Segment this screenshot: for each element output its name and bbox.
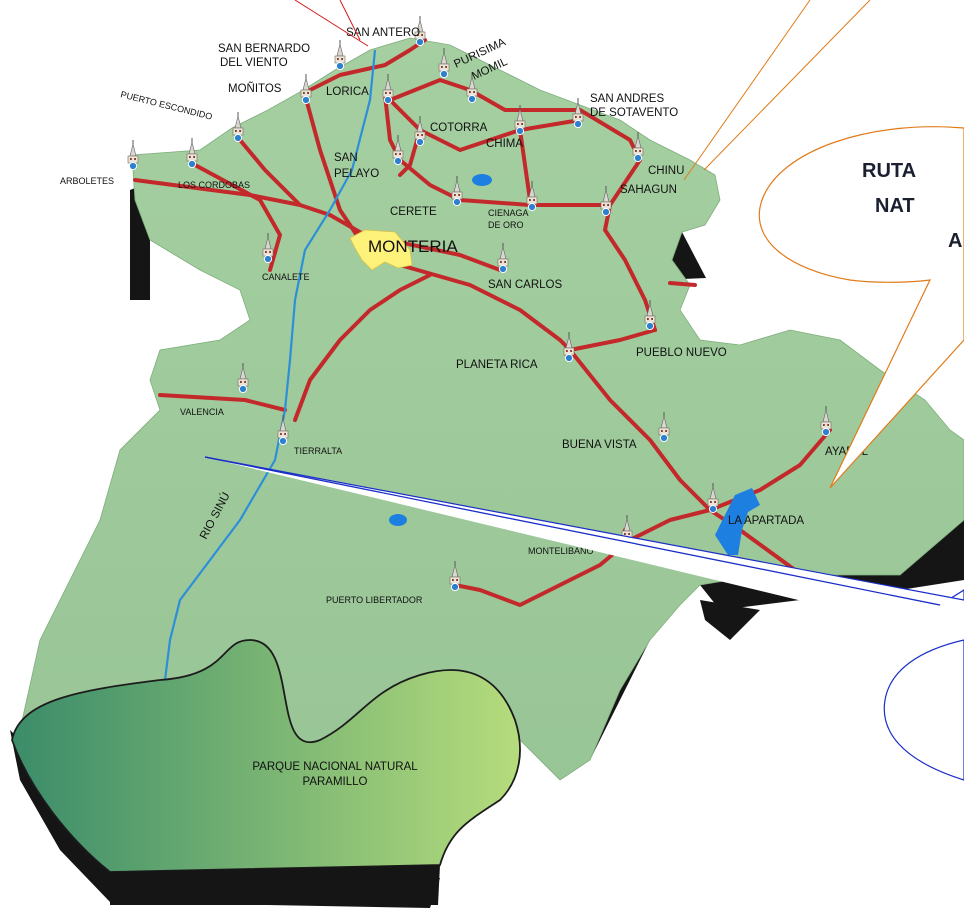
town-label-chima: CHIMA <box>486 138 523 150</box>
town-label-san-bernardo: SAN BERNARDO <box>218 43 310 55</box>
town-label-puerto-escondido: PUERTO ESCONDIDO <box>120 89 214 121</box>
capital-label: MONTERIA <box>368 237 458 256</box>
town-label-cerete: CERETE <box>390 206 437 218</box>
town-label-san-antero: SAN ANTERO <box>346 27 420 39</box>
lakes <box>389 174 760 555</box>
callout-title-line3: A <box>948 230 962 252</box>
town-label-monitos: MOÑITOS <box>228 82 282 95</box>
town-label-sahagun: SAHAGUN <box>620 184 677 196</box>
town-label-de-oro: DE ORO <box>488 220 524 230</box>
town-label-planeta-rica: PLANETA RICA <box>456 359 538 371</box>
road-network <box>133 38 832 607</box>
town-label-cienaga: CIENAGA <box>488 208 529 218</box>
town-label-cotorra: COTORRA <box>430 122 488 134</box>
town-label-pueblo-nuevo: PUEBLO NUEVO <box>636 347 727 359</box>
town-label-montelibano: MONTELIBANO <box>528 546 594 556</box>
park-label-line1: PARQUE NACIONAL NATURAL <box>252 761 418 773</box>
callout-title-line2: NAT <box>875 195 915 217</box>
town-label-puerto-libertador: PUERTO LIBERTADOR <box>326 595 423 605</box>
park-label-line2: PARAMILLO <box>303 776 368 788</box>
town-label-canalete: CANALETE <box>262 272 310 282</box>
town-label-san-andres: SAN ANDRES <box>590 93 664 105</box>
town-label-del-viento: DEL VIENTO <box>220 57 288 69</box>
callout-bubble-blue <box>204 456 964 781</box>
capital-area <box>349 229 413 271</box>
town-label-la-apartada: LA APARTADA <box>728 515 804 527</box>
town-label-tierralta: TIERRALTA <box>294 446 342 456</box>
town-label-de-sotavento: DE SOTAVENTO <box>590 107 678 119</box>
town-label-chinu: CHINU <box>648 165 684 177</box>
town-label-los-cordobas: LOS CORDOBAS <box>178 180 250 190</box>
town-label-arboletes: ARBOLETES <box>60 176 114 186</box>
paramillo-park <box>11 639 521 873</box>
callout-pointers <box>294 0 871 181</box>
park-rim <box>110 865 440 905</box>
callout-title-line1: RUTA <box>862 160 916 182</box>
town-label-san: SAN <box>334 152 358 164</box>
town-label-buena-vista: BUENA VISTA <box>562 439 637 451</box>
callout-bubble-orange: RUTA NAT A <box>758 126 964 489</box>
town-label-san-carlos: SAN CARLOS <box>488 279 562 291</box>
town-label-lorica: LORICA <box>326 86 369 98</box>
town-label-pelayo: PELAYO <box>334 168 379 180</box>
river-sinu <box>163 49 377 681</box>
town-label-valencia: VALENCIA <box>180 407 224 417</box>
